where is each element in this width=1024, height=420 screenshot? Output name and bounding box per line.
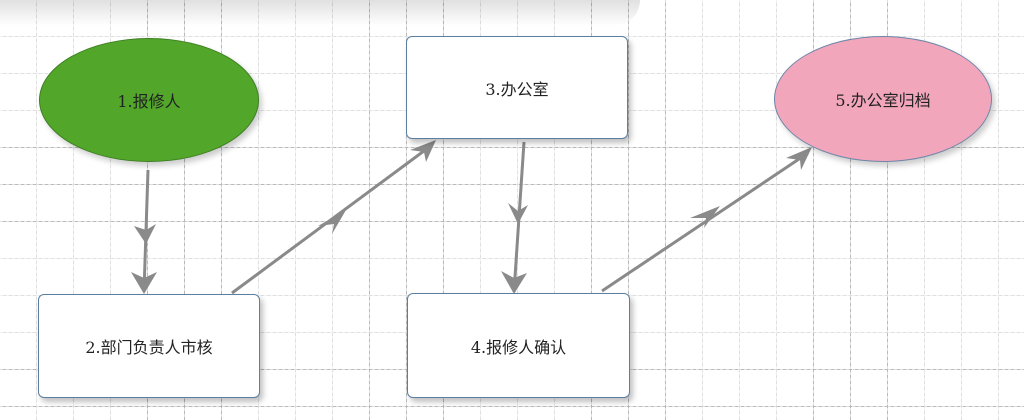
arrowhead-icon [131, 272, 157, 294]
arrowhead-icon [501, 271, 527, 294]
node-reporter[interactable]: 1.报修人 [39, 38, 259, 162]
arrowhead-icon [410, 140, 436, 162]
node-office[interactable]: 3.办公室 [406, 36, 628, 139]
node-reporter-confirm[interactable]: 4.报修人确认 [407, 293, 630, 398]
mid-arrow-icon [690, 206, 720, 228]
node-label: 2.部门负责人市核 [85, 338, 213, 357]
edge-4-to-5[interactable] [601, 147, 812, 293]
node-label: 1.报修人 [117, 92, 181, 111]
node-label: 3.办公室 [485, 79, 549, 99]
edge-3-to-4[interactable] [501, 141, 528, 294]
edge-2-to-3[interactable] [231, 140, 436, 295]
node-label: 4.报修人确认 [470, 337, 567, 357]
toolbar-shadow [0, 0, 640, 26]
arrowhead-icon [786, 147, 812, 170]
edge-1-to-2[interactable] [131, 169, 157, 294]
mid-arrow-icon [318, 210, 346, 234]
node-department-review[interactable]: 2.部门负责人市核 [38, 294, 260, 398]
mid-arrow-icon [508, 203, 528, 224]
node-label: 5.办公室归档 [835, 91, 931, 110]
node-office-archive[interactable]: 5.办公室归档 [774, 36, 992, 162]
mid-arrow-icon [134, 224, 156, 244]
